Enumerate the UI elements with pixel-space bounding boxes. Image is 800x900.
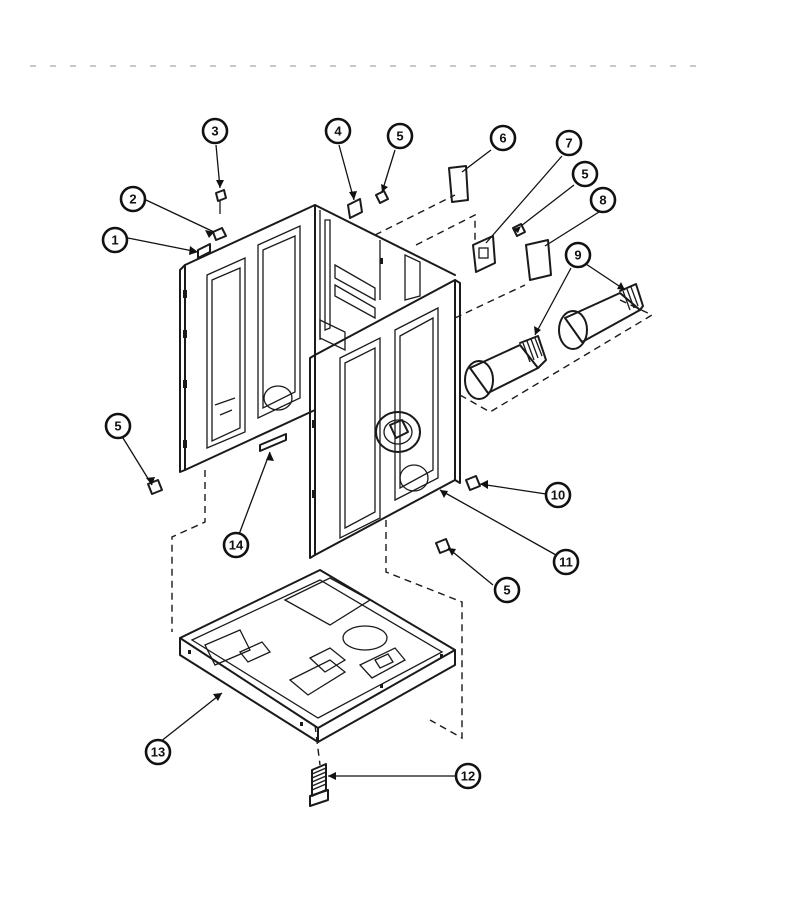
callout-7: 7: [555, 129, 583, 157]
callout-11: 11: [552, 548, 580, 576]
cabinet-front-panel: [309, 279, 461, 559]
callout-5-bottom: 5: [493, 576, 521, 604]
svg-text:5: 5: [503, 583, 510, 598]
callout-5-left: 5: [104, 412, 132, 440]
screw-part-3: [215, 189, 227, 202]
screw-part-5-top: [375, 190, 389, 204]
svg-text:8: 8: [599, 193, 606, 208]
assembly-dashed-lines: [171, 194, 526, 766]
svg-text:6: 6: [499, 131, 506, 146]
screw-part-10: [465, 475, 481, 491]
svg-text:12: 12: [461, 769, 475, 784]
callout-12: 12: [454, 762, 482, 790]
svg-text:11: 11: [559, 555, 573, 570]
svg-text:5: 5: [396, 129, 403, 144]
callout-2: 2: [119, 185, 147, 213]
callout-4: 4: [324, 117, 352, 145]
callout-3: 3: [201, 117, 229, 145]
bracket-part-7: [472, 235, 496, 273]
exhaust-ducts-part-9: [459, 283, 654, 413]
callout-10: 10: [544, 481, 572, 509]
svg-text:5: 5: [581, 167, 588, 182]
svg-text:10: 10: [551, 488, 565, 503]
svg-text:14: 14: [229, 538, 244, 553]
callout-5-right: 5: [571, 160, 599, 188]
screw-part-5-bottom: [435, 538, 451, 554]
svg-text:4: 4: [334, 124, 342, 139]
callout-1: 1: [101, 226, 129, 254]
hardware-bits: [147, 165, 552, 554]
callout-6: 6: [489, 124, 517, 152]
plate-part-6: [448, 165, 469, 203]
screw-part-5-left: [147, 479, 163, 495]
svg-text:13: 13: [151, 745, 165, 760]
leader-lines: [122, 144, 626, 780]
bracket-part-4: [347, 198, 363, 219]
callout-14: 14: [222, 531, 250, 559]
cabinet-interior: [319, 210, 421, 352]
callout-13: 13: [144, 738, 172, 766]
svg-text:1: 1: [111, 233, 118, 248]
callout-9: 9: [564, 241, 592, 269]
cabinet-back-panel: [179, 204, 456, 473]
callout-5-top: 5: [386, 122, 414, 150]
svg-text:7: 7: [565, 136, 572, 151]
label-part-14: [259, 433, 287, 452]
nut-part-2: [212, 227, 227, 241]
svg-text:2: 2: [129, 192, 136, 207]
plate-part-8: [525, 239, 552, 281]
screw-part-5-right: [512, 223, 526, 237]
leveling-foot-part-12: [309, 763, 329, 807]
svg-text:5: 5: [114, 419, 121, 434]
svg-text:9: 9: [574, 248, 581, 263]
base-part-13: [179, 569, 456, 743]
clip-part-1: [197, 243, 211, 259]
callout-8: 8: [589, 186, 617, 214]
svg-text:3: 3: [211, 124, 218, 139]
